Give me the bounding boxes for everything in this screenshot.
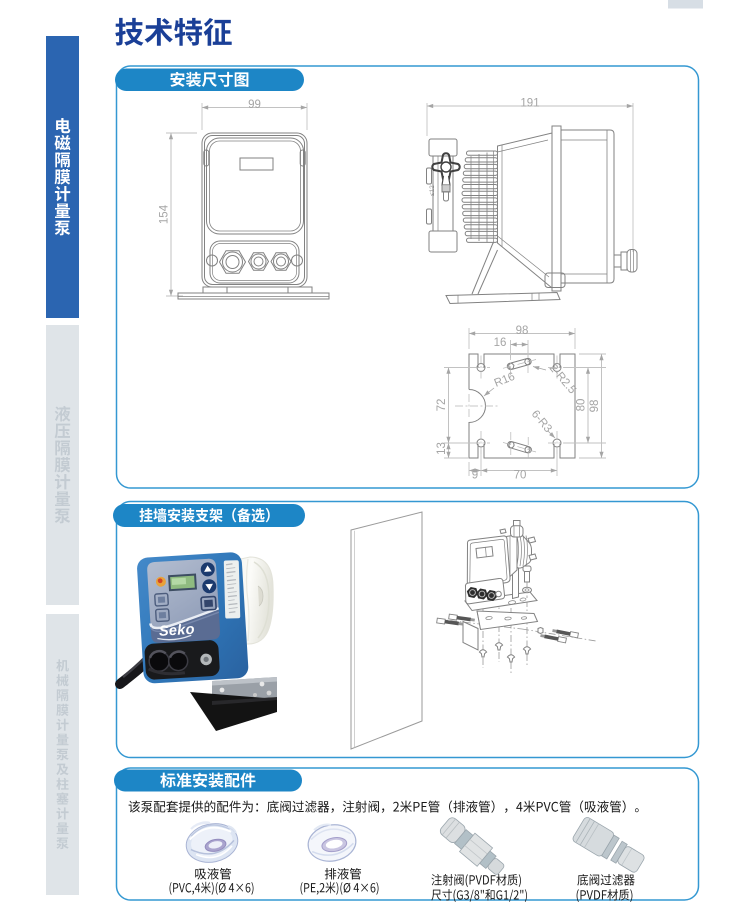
svg-text:70: 70 (514, 470, 527, 482)
svg-text:≤12: ≤12 (429, 185, 436, 196)
svg-text:154: 154 (159, 204, 171, 224)
svg-text:80: 80 (576, 399, 588, 412)
svg-text:98: 98 (589, 400, 601, 413)
svg-text:13: 13 (436, 442, 448, 455)
svg-text:Seko: Seko (158, 622, 195, 640)
svg-text:99: 99 (248, 99, 261, 111)
svg-text:98: 98 (516, 325, 529, 337)
svg-text:72: 72 (436, 399, 448, 412)
svg-text:191: 191 (520, 98, 539, 110)
svg-text:16: 16 (494, 337, 507, 349)
svg-text:9: 9 (472, 470, 478, 482)
